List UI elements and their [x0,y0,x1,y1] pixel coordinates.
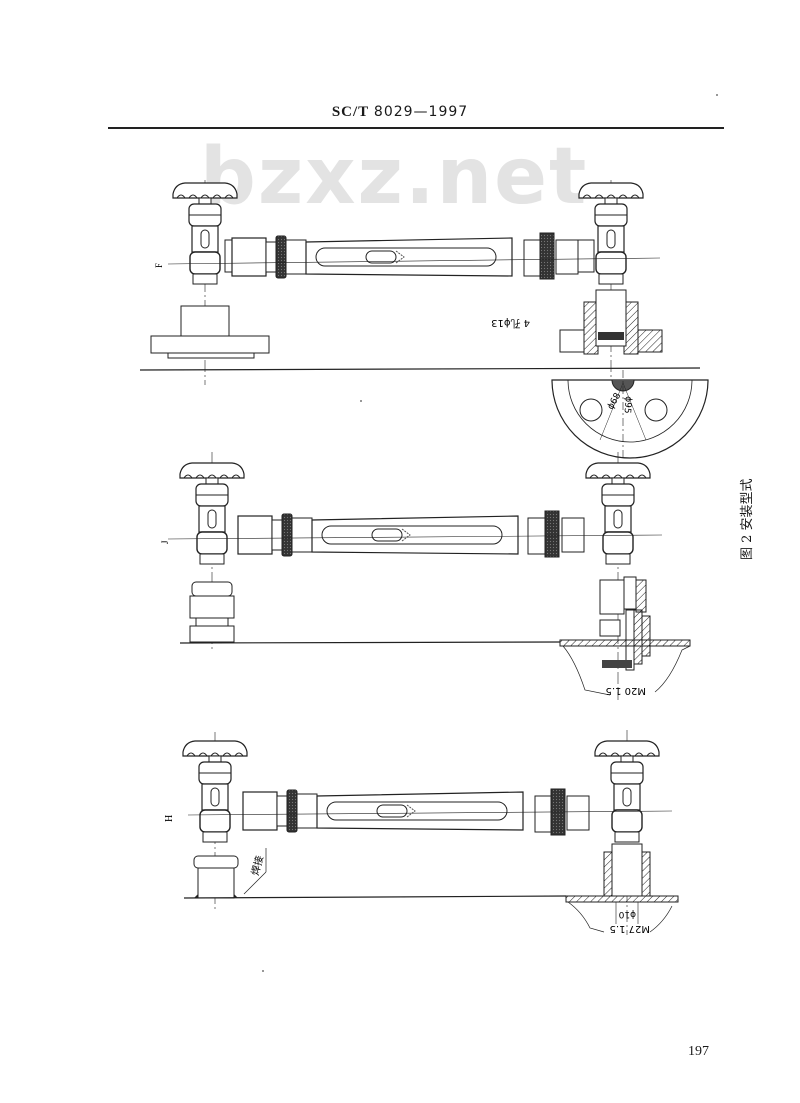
annotation-phi95: ϕ95 [621,396,632,414]
drawing-j-label: J [160,540,170,544]
drawing-j [167,452,691,700]
drawing-f [139,180,709,460]
page-number: 197 [688,1044,709,1059]
page-header: SC/T 8029—1997 [0,104,800,121]
watermark: bzxz.net [200,132,589,222]
standard-code: SC/T [331,104,370,120]
standard-number: 8029—1997 [373,104,469,120]
drawing-h-label: H [164,815,175,822]
drawing-f-label: F [154,263,164,268]
annotation-holes: 4 孔ϕ13 [491,317,530,329]
drawing-h [182,730,679,935]
figure-caption: 图 2 安装型式 [718,455,755,565]
scan-speck [716,94,718,96]
header-rule [108,127,724,129]
annotation-weld: 焊接 [248,854,266,877]
annotation-m27: M27 1.5 [610,923,650,934]
scan-speck [360,400,362,402]
annotation-phi10: ϕ10 [618,909,636,919]
annotation-m20: M20 1.5 [606,685,646,696]
figure-caption-text: 图 2 安装型式 [740,478,755,560]
scan-speck [262,970,264,972]
